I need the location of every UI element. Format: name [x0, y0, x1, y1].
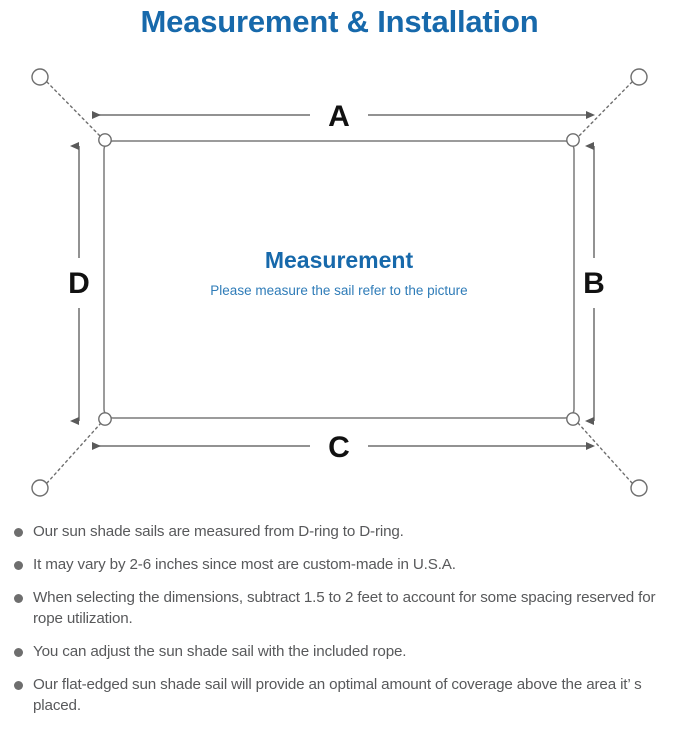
rope-line-bottom-left: [46, 422, 102, 484]
anchor-top-right-icon: [630, 68, 648, 86]
list-item: When selecting the dimensions, subtract …: [0, 587, 679, 629]
notes-list: Our sun shade sails are measured from D-…: [0, 521, 679, 728]
anchor-bottom-left-icon: [31, 479, 49, 497]
list-item: It may vary by 2-6 inches since most are…: [0, 554, 679, 575]
d-ring-top-left-icon: [98, 133, 112, 147]
rope-line-bottom-right: [577, 422, 633, 484]
bullet-icon: [14, 561, 23, 570]
d-ring-bottom-left-icon: [98, 412, 112, 426]
diagram-center-title: Measurement: [265, 247, 414, 273]
dimension-label-a: A: [328, 100, 350, 133]
dimension-label-c: C: [328, 431, 350, 464]
d-ring-top-right-icon: [566, 133, 580, 147]
note-text: It may vary by 2-6 inches since most are…: [33, 556, 456, 573]
list-item: Our flat-edged sun shade sail will provi…: [0, 674, 679, 716]
d-ring-bottom-right-icon: [566, 412, 580, 426]
note-text: Our flat-edged sun shade sail will provi…: [33, 676, 642, 714]
diagram-center-subtitle: Please measure the sail refer to the pic…: [210, 283, 467, 298]
note-text: You can adjust the sun shade sail with t…: [33, 643, 407, 660]
bullet-icon: [14, 528, 23, 537]
sun-shade-sail-body: [103, 140, 575, 419]
list-item: Our sun shade sails are measured from D-…: [0, 521, 679, 542]
anchor-top-left-icon: [31, 68, 49, 86]
list-item: You can adjust the sun shade sail with t…: [0, 641, 679, 662]
bullet-icon: [14, 681, 23, 690]
note-text: When selecting the dimensions, subtract …: [33, 589, 656, 627]
dimension-label-b: B: [583, 267, 605, 300]
note-text: Our sun shade sails are measured from D-…: [33, 523, 404, 540]
dimension-label-d: D: [68, 267, 90, 300]
rope-line-top-left: [46, 81, 102, 138]
rope-line-top-right: [577, 81, 633, 138]
anchor-bottom-right-icon: [630, 479, 648, 497]
bullet-icon: [14, 648, 23, 657]
bullet-icon: [14, 594, 23, 603]
measurement-diagram: Measurement Please measure the sail refe…: [0, 50, 679, 515]
page-title: Measurement & Installation: [140, 4, 539, 39]
